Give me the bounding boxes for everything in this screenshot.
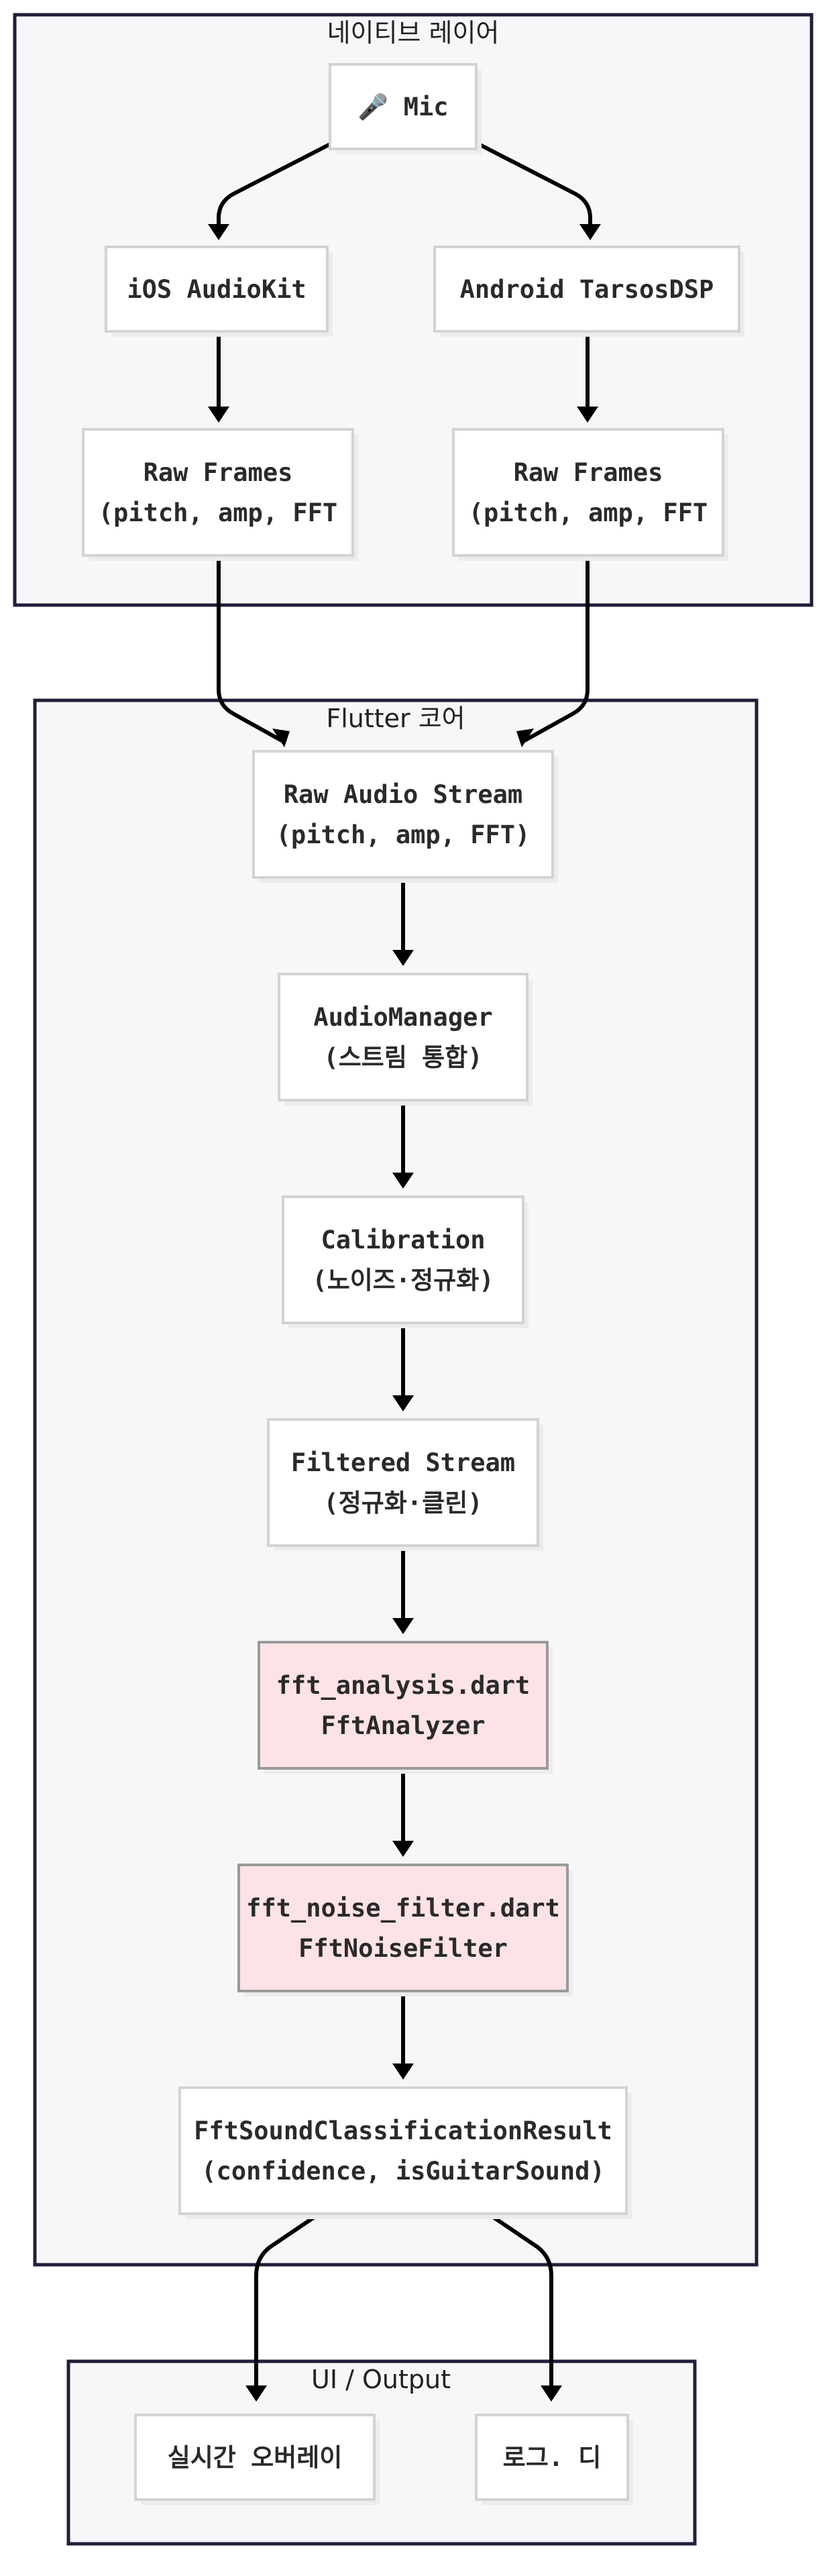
arrowhead-calibration: [392, 1173, 414, 1189]
edge-class-overlay: [254, 2212, 321, 2388]
node-ios-label: iOS AudioKit: [127, 275, 306, 304]
node-calibration-label: Calibration (노이즈·정규화): [312, 1226, 494, 1295]
filtered-line-2: (정규화·클린): [323, 1489, 482, 1517]
node-raw-frames-ios: Raw Frames (pitch, amp, FFT: [82, 428, 358, 561]
arrowhead-noise: [392, 1841, 414, 1857]
node-raw-frames-android: Raw Frames (pitch, amp, FFT: [452, 428, 728, 561]
edge-class-log: [487, 2212, 553, 2388]
arrowhead-classification: [392, 2063, 414, 2080]
calibration-line-2: (노이즈·정규화): [312, 1266, 494, 1295]
raw-android-line-2: (pitch, amp, FFT: [469, 498, 708, 527]
arrowhead-manager: [392, 950, 414, 966]
arrowhead-raw-android: [577, 407, 598, 423]
raw-stream-line-2: (pitch, amp, FFT): [276, 820, 531, 849]
audio-manager-line-2: (스트림 통합): [323, 1043, 482, 1072]
node-ios-audiokit: iOS AudioKit: [105, 246, 333, 337]
arrowhead-ios: [208, 224, 229, 240]
edge-rawandroid-stream: [523, 557, 590, 743]
arrowhead-raw-ios: [208, 407, 229, 423]
filtered-line-1: Filtered Stream: [291, 1448, 515, 1477]
fft-analysis-line-2: FftAnalyzer: [321, 1711, 485, 1740]
node-calibration: Calibration (노이즈·정규화): [282, 1195, 529, 1328]
fft-noise-line-1: fft_noise_filter.dart: [246, 1894, 560, 1923]
audio-manager-line-1: AudioManager: [313, 1003, 492, 1032]
node-realtime-overlay: 실시간 오버레이: [134, 2414, 380, 2505]
arrowhead-fft: [392, 1618, 414, 1634]
node-filtered-stream: Filtered Stream (정규화·클린): [267, 1418, 543, 1551]
node-log: 로그. 디: [475, 2414, 633, 2505]
raw-stream-line-1: Raw Audio Stream: [284, 780, 522, 809]
node-android-label: Android TarsosDSP: [460, 275, 714, 304]
raw-ios-line-2: (pitch, amp, FFT: [99, 498, 337, 527]
arrowhead-stream-left: [272, 729, 290, 747]
arrowhead-stream-right: [516, 729, 534, 747]
fft-analysis-line-1: fft_analysis.dart: [276, 1671, 531, 1700]
node-raw-stream-label: Raw Audio Stream (pitch, amp, FFT): [276, 780, 531, 849]
classification-line-1: FftSoundClassificationResult: [194, 2116, 612, 2145]
node-raw-audio-stream: Raw Audio Stream (pitch, amp, FFT): [252, 750, 558, 883]
node-classification-label: FftSoundClassificationResult (confidence,…: [194, 2116, 612, 2186]
classification-line-2: (confidence, isGuitarSound): [201, 2157, 604, 2186]
group-title-flutter: Flutter 코어: [326, 704, 465, 733]
node-raw-android-label: Raw Frames (pitch, amp, FFT: [469, 458, 708, 527]
log-line-1: 로그. 디: [503, 2443, 602, 2472]
arrowhead-android: [579, 224, 601, 240]
arrowhead-filtered: [392, 1395, 414, 1411]
group-title-ui: UI / Output: [311, 2365, 451, 2394]
arrowhead-overlay: [245, 2385, 267, 2402]
raw-android-line-1: Raw Frames: [514, 458, 663, 487]
node-overlay-label: 실시간 오버레이: [168, 2443, 343, 2472]
fft-noise-line-2: FftNoiseFilter: [298, 1934, 508, 1963]
node-android-tarsos: Android TarsosDSP: [433, 246, 744, 337]
calibration-line-1: Calibration: [321, 1226, 485, 1254]
node-classification-result: FftSoundClassificationResult (confidence,…: [178, 2086, 632, 2219]
node-mic-label: 🎤 Mic: [357, 92, 448, 121]
node-log-label: 로그. 디: [503, 2443, 602, 2472]
edge-mic-ios: [217, 142, 331, 227]
edges: [208, 142, 601, 2402]
edge-rawios-stream: [217, 557, 283, 743]
group-title-native: 네이티브 레이어: [327, 18, 500, 48]
ios-line-1: iOS AudioKit: [127, 275, 306, 304]
arrowhead-log: [541, 2385, 562, 2402]
mic-line-1: 🎤 Mic: [357, 92, 448, 121]
overlay-line-1: 실시간 오버레이: [168, 2443, 343, 2472]
edge-mic-android: [478, 142, 592, 227]
android-line-1: Android TarsosDSP: [460, 275, 714, 304]
raw-ios-line-1: Raw Frames: [144, 458, 293, 487]
node-audio-manager: AudioManager (스트림 통합): [278, 973, 533, 1106]
node-audio-manager-label: AudioManager (스트림 통합): [313, 1003, 492, 1072]
node-raw-ios-label: Raw Frames (pitch, amp, FFT: [99, 458, 337, 527]
node-mic: 🎤 Mic: [329, 63, 482, 154]
node-filtered-label: Filtered Stream (정규화·클린): [291, 1448, 515, 1517]
